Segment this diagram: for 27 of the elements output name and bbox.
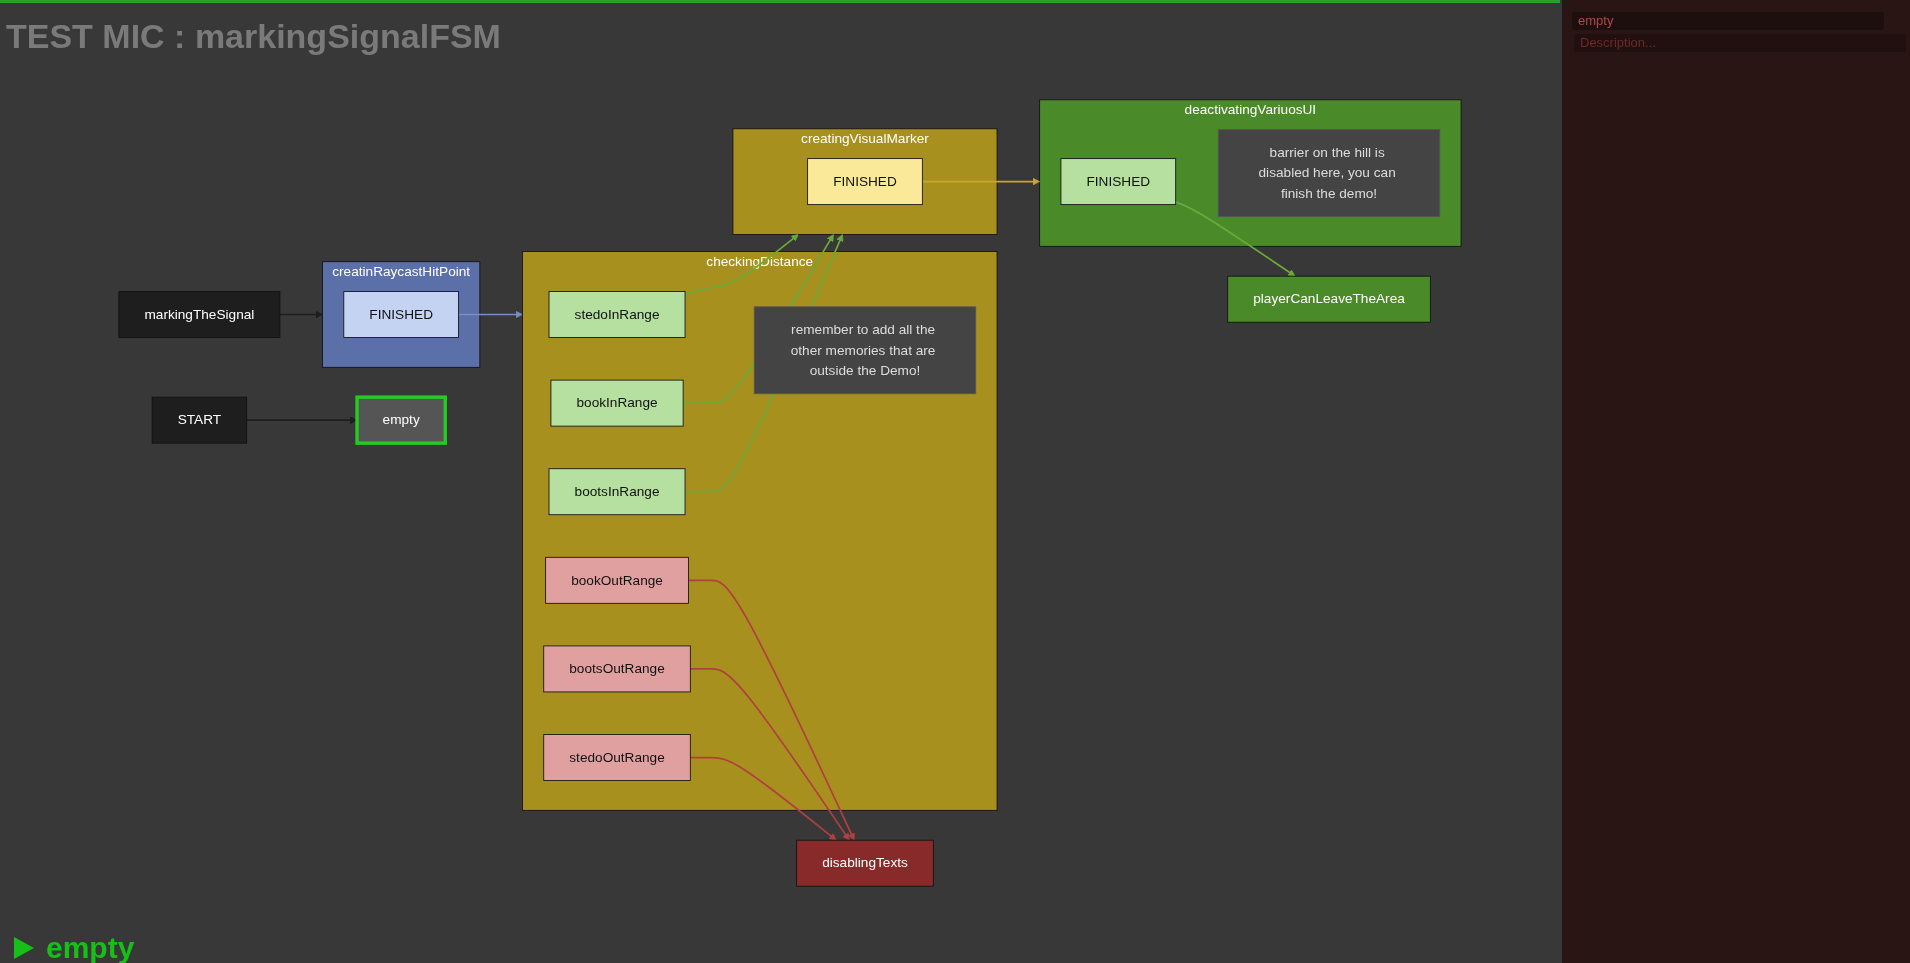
node-box: empty [355, 395, 447, 445]
node-box: FINISHED [343, 291, 459, 338]
arrow [689, 756, 837, 841]
arrow [457, 310, 523, 319]
node-box: playerCanLeaveTheArea [1227, 275, 1431, 323]
node-box: FINISHED [807, 158, 923, 206]
arrow [687, 579, 855, 841]
node-box: disablingTexts [796, 839, 934, 887]
description-field: Description... [1574, 34, 1906, 52]
node-label: remember to add all the other memories that are outside the Demo! [790, 322, 936, 378]
diagram-title: TEST MIC : markingSignalFSM [6, 17, 501, 56]
node-box: stedoOutRange [543, 734, 691, 781]
name-field: empty [1572, 12, 1884, 30]
node-label: barrier on the hill is disabled here, you can finish the demo! [1258, 144, 1396, 201]
arrow [1174, 201, 1296, 277]
arrow [689, 668, 850, 841]
node-box: markingTheSignal [118, 291, 281, 338]
node-box: stedoInRange [548, 291, 686, 338]
node-box: FINISHED [1060, 158, 1177, 206]
node-box: bootsInRange [548, 468, 686, 516]
node-box: bookInRange [550, 379, 684, 427]
arrow [279, 310, 323, 319]
node-box: bookOutRange [545, 556, 689, 604]
node-box: bootsOutRange [543, 645, 691, 693]
arrow [684, 234, 799, 296]
node-box: START [151, 396, 248, 444]
arrow [921, 177, 1040, 186]
